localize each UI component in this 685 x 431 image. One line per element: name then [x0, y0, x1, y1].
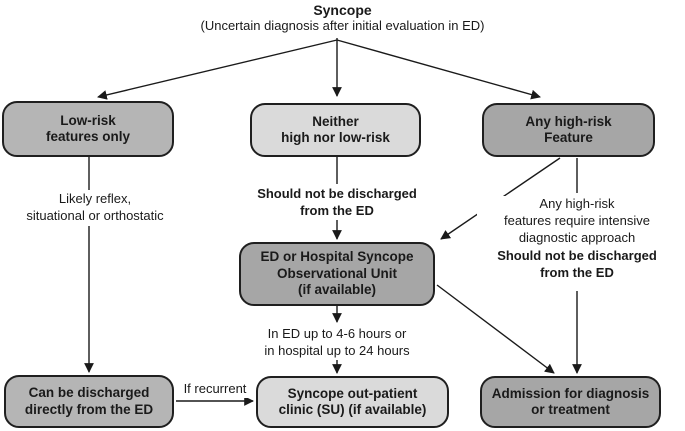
note-high-risk-discharge: Should not be discharged from the ED: [470, 248, 684, 282]
node-discharge: Can be discharged directly from the ED: [4, 375, 174, 428]
note-low-risk: Likely reflex, situational or orthostati…: [1, 191, 189, 225]
node-obs-unit: ED or Hospital Syncope Observational Uni…: [239, 242, 435, 306]
note-high-risk: Any high-risk features require intensive…: [477, 196, 677, 247]
note-neither: Should not be discharged from the ED: [237, 186, 437, 220]
label-if-recurrent: If recurrent: [176, 381, 254, 398]
diagram-title: Syncope: [313, 2, 372, 18]
node-neither: Neither high nor low-risk: [250, 103, 421, 157]
node-clinic: Syncope out-patient clinic (SU) (if avai…: [256, 376, 449, 428]
node-admission: Admission for diagnosis or treatment: [480, 376, 661, 428]
arrow-root-to-low-risk: [97, 39, 338, 100]
diagram-subtitle: (Uncertain diagnosis after initial evalu…: [200, 18, 485, 33]
node-low-risk: Low-risk features only: [2, 101, 174, 157]
arrow-obs-unit-to-admission: [436, 284, 555, 374]
note-obs-hours: In ED up to 4-6 hours or in hospital up …: [237, 326, 437, 360]
arrow-root-to-high-risk: [336, 39, 541, 100]
node-high-risk: Any high-risk Feature: [482, 103, 655, 157]
